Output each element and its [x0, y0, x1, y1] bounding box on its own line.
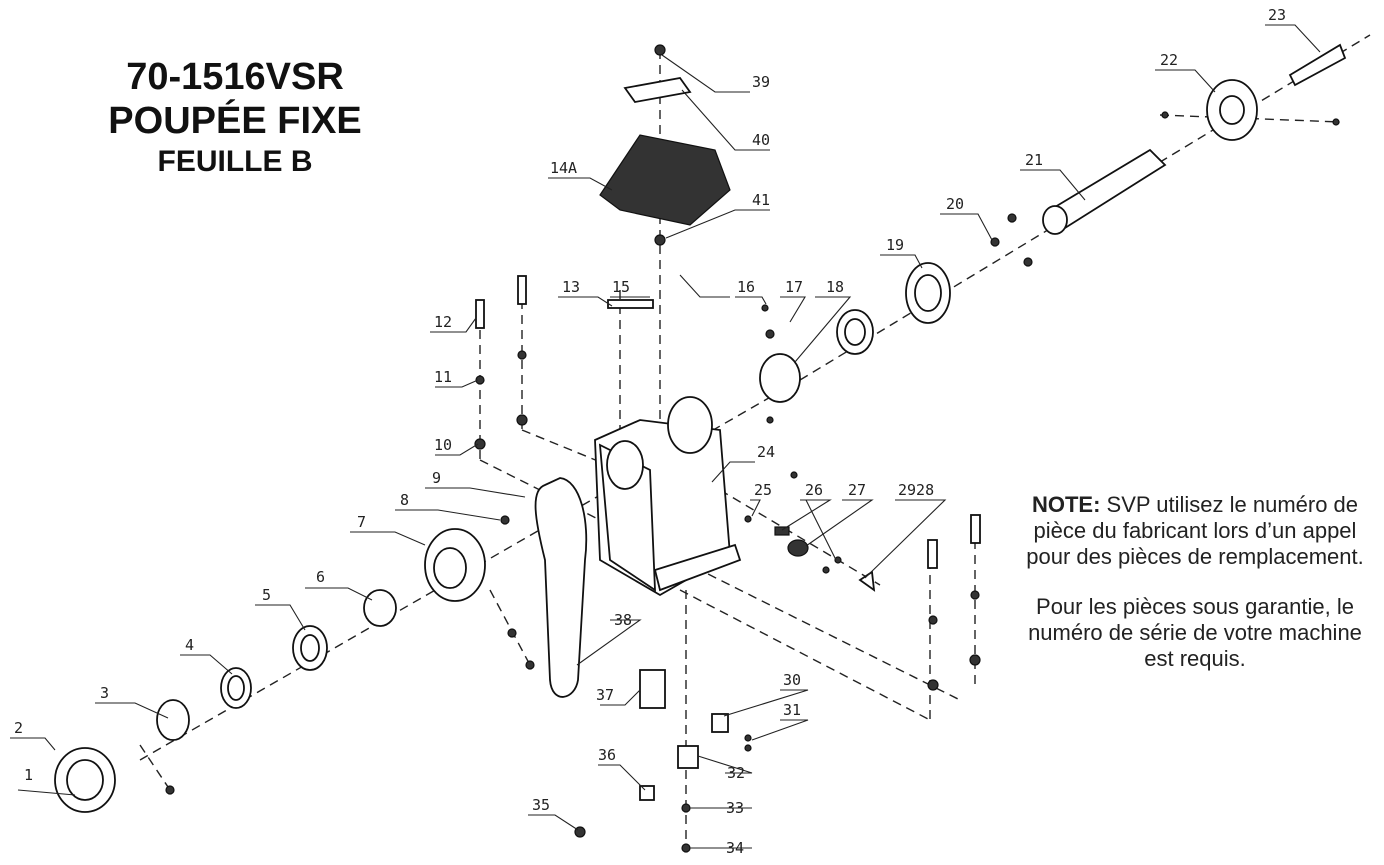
- callout-33: 33: [726, 799, 744, 817]
- callout-19: 19: [886, 236, 904, 254]
- callout-12: 12: [434, 313, 452, 331]
- callout-14a: 14A: [550, 159, 577, 177]
- sheet-label: FEUILLE B: [157, 145, 313, 178]
- callout-3: 3: [100, 684, 109, 702]
- callout-18: 18: [826, 278, 844, 296]
- callout-36: 36: [598, 746, 616, 764]
- callout-5: 5: [262, 586, 271, 604]
- warranty-paragraph: Pour les pièces sous garantie, le numéro…: [1028, 594, 1362, 671]
- callout-15: 15: [612, 278, 630, 296]
- headstock-casting: [594, 396, 742, 597]
- callout-7: 7: [357, 513, 366, 531]
- callout-41: 41: [752, 191, 770, 209]
- callout-1: 1: [24, 766, 33, 784]
- callout-35: 35: [532, 796, 550, 814]
- callout-40: 40: [752, 131, 770, 149]
- note-text: SVP utilisez le numéro de pièce du fabri…: [1026, 492, 1364, 569]
- assembly-name: POUPÉE FIXE: [108, 100, 362, 142]
- callout-25: 25: [754, 481, 772, 499]
- spindle-parts: [54, 43, 1347, 813]
- callout-16: 16: [737, 278, 755, 296]
- callout-4: 4: [185, 636, 194, 654]
- callout-23: 23: [1268, 6, 1286, 24]
- note-label: NOTE:: [1031, 492, 1101, 517]
- callout-20: 20: [946, 195, 964, 213]
- callout-37: 37: [596, 686, 614, 704]
- callout-31: 31: [783, 701, 801, 719]
- callout-8: 8: [400, 491, 409, 509]
- callout-21: 21: [1025, 151, 1043, 169]
- callout-10: 10: [434, 436, 452, 454]
- callout-38: 38: [614, 611, 632, 629]
- callout-22: 22: [1160, 51, 1178, 69]
- callout-27: 27: [848, 481, 866, 499]
- callout-39: 39: [752, 73, 770, 91]
- centerlines: [139, 34, 1371, 850]
- note-block: NOTE: SVP utilisez le numéro de pièce du…: [1020, 492, 1370, 672]
- callout-9: 9: [432, 469, 441, 487]
- callout-labels: 1 2 3 4 5 6 7 8 9 10 11 12 13 14A 15 16 …: [14, 6, 1286, 857]
- title-block: 70-1516VSR POUPÉE FIXE FEUILLE B: [70, 55, 400, 181]
- leader-lines: [10, 24, 1321, 849]
- callout-13: 13: [562, 278, 580, 296]
- drive-belt: [534, 477, 588, 698]
- callout-6: 6: [316, 568, 325, 586]
- model-number: 70-1516VSR: [126, 56, 344, 98]
- callout-17: 17: [785, 278, 803, 296]
- callout-32: 32: [727, 764, 745, 782]
- top-cover: [599, 44, 731, 246]
- callout-24: 24: [757, 443, 775, 461]
- callout-2: 2: [14, 719, 23, 737]
- callout-34: 34: [726, 839, 744, 857]
- callout-30: 30: [783, 671, 801, 689]
- callout-26: 26: [805, 481, 823, 499]
- callout-11: 11: [434, 368, 452, 386]
- hardware: [165, 111, 1340, 853]
- note-paragraph: NOTE: SVP utilisez le numéro de pièce du…: [1020, 492, 1370, 570]
- callout-2928: 2928: [898, 481, 934, 499]
